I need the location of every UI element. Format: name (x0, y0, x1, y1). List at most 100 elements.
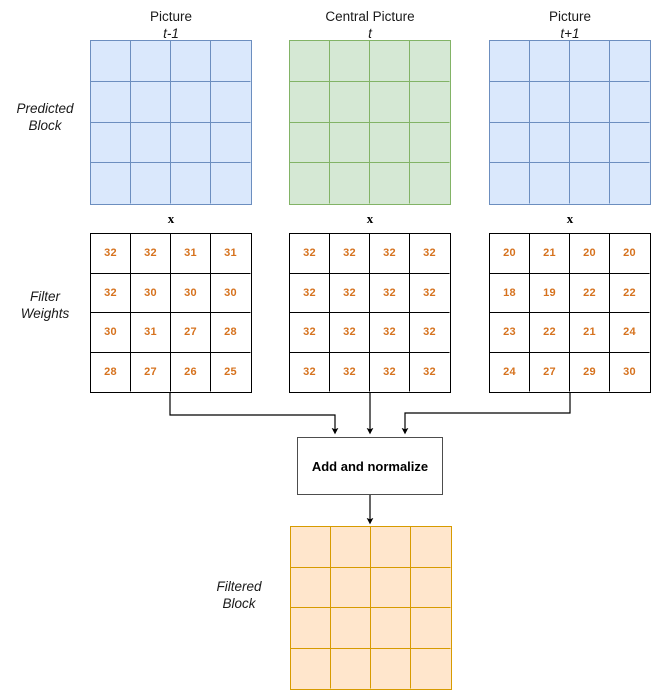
weight-cell: 28 (91, 352, 131, 392)
block-cell (411, 608, 451, 649)
block-cell (290, 163, 330, 204)
weight-cell: 32 (370, 234, 410, 274)
weight-cell: 27 (530, 352, 570, 392)
block-cell (490, 41, 530, 82)
weight-cell: 32 (330, 234, 370, 274)
block-cell (290, 122, 330, 164)
weight-cell: 28 (211, 313, 251, 353)
block-cell (410, 163, 450, 204)
filter-weights-next: 20 21 20 20 18 19 22 22 23 22 21 24 24 2… (489, 233, 651, 393)
block-cell (410, 41, 450, 82)
block-cell (131, 41, 171, 82)
weight-cell: 27 (131, 352, 171, 392)
wire-prev-to-process (169, 393, 339, 435)
column-header-prev-line2: t-1 (163, 26, 179, 41)
block-cell (530, 81, 570, 123)
predicted-block-next (489, 40, 651, 205)
weight-cell: 26 (171, 352, 211, 392)
weight-cell: 32 (290, 313, 330, 353)
weight-cell: 32 (91, 234, 131, 274)
weight-cell: 19 (530, 273, 570, 313)
block-cell (570, 122, 610, 164)
row-label-predicted-block: Predicted Block (2, 100, 88, 134)
block-cell (91, 163, 131, 204)
weight-cell: 27 (171, 313, 211, 353)
block-cell (370, 81, 410, 123)
block-cell (131, 122, 171, 164)
block-cell (370, 122, 410, 164)
block-cell (291, 648, 331, 689)
filtered-block (290, 526, 452, 690)
block-cell (411, 649, 451, 690)
block-cell (371, 567, 411, 608)
block-cell (290, 81, 330, 123)
block-cell (91, 122, 131, 164)
block-cell (410, 82, 450, 123)
block-cell (530, 122, 570, 164)
block-cell (331, 567, 371, 608)
wire-next-to-process (401, 393, 571, 435)
weight-cell: 22 (570, 273, 610, 313)
weight-cell: 32 (290, 273, 330, 313)
weight-cell: 22 (530, 313, 570, 353)
weight-cell: 31 (171, 234, 211, 274)
filter-weights-central: 32 32 32 32 32 32 32 32 32 32 32 32 32 3… (289, 233, 451, 393)
block-cell (610, 82, 650, 123)
add-and-normalize-box[interactable]: Add and normalize (297, 437, 443, 495)
output-label-filtered-block-line2: Block (222, 596, 256, 611)
block-cell (610, 123, 650, 164)
block-cell (570, 81, 610, 123)
block-cell (370, 163, 410, 204)
block-cell (530, 163, 570, 204)
weight-cell: 23 (490, 313, 530, 353)
block-cell (411, 568, 451, 608)
weight-cell: 30 (171, 273, 211, 313)
weight-cell: 32 (370, 273, 410, 313)
column-header-central-line1: Central Picture (325, 9, 415, 24)
block-cell (530, 41, 570, 82)
block-cell (331, 648, 371, 689)
block-cell (331, 608, 371, 649)
row-label-filter-weights: Filter Weights (2, 288, 88, 322)
block-cell (330, 41, 370, 82)
add-and-normalize-label: Add and normalize (311, 458, 429, 474)
block-cell (371, 648, 411, 689)
weight-cell: 31 (131, 313, 171, 353)
block-cell (330, 122, 370, 164)
row-label-filter-weights-line1: Filter (30, 289, 60, 304)
block-cell (330, 81, 370, 123)
block-cell (171, 163, 211, 204)
weight-cell: 30 (131, 273, 171, 313)
block-cell (91, 81, 131, 123)
column-header-central: Central Picture t (289, 8, 451, 42)
predicted-block-prev (90, 40, 252, 205)
weight-cell: 32 (410, 313, 450, 353)
block-cell (131, 163, 171, 204)
block-cell (211, 163, 251, 204)
column-header-next: Picture t+1 (489, 8, 651, 42)
multiply-symbol-prev: x (167, 211, 175, 226)
row-label-predicted-block-line1: Predicted (16, 101, 74, 116)
column-header-next-line1: Picture (548, 9, 592, 24)
weight-cell: 20 (490, 234, 530, 274)
column-header-prev: Picture t-1 (90, 8, 252, 42)
block-cell (211, 82, 251, 123)
block-cell (610, 163, 650, 204)
weight-cell: 32 (290, 234, 330, 274)
block-cell (290, 41, 330, 82)
block-cell (410, 123, 450, 164)
row-label-predicted-block-line2: Block (28, 118, 62, 133)
block-cell (411, 527, 451, 568)
weight-cell: 32 (131, 234, 171, 274)
weight-cell: 20 (610, 234, 650, 274)
weight-cell: 32 (370, 352, 410, 392)
weight-cell: 32 (330, 352, 370, 392)
weight-cell: 32 (410, 234, 450, 274)
block-cell (330, 163, 370, 204)
weight-cell: 24 (610, 313, 650, 353)
block-cell (370, 41, 410, 82)
weight-cell: 32 (330, 273, 370, 313)
weight-cell: 24 (490, 352, 530, 392)
block-cell (570, 41, 610, 82)
weight-cell: 30 (211, 274, 251, 313)
